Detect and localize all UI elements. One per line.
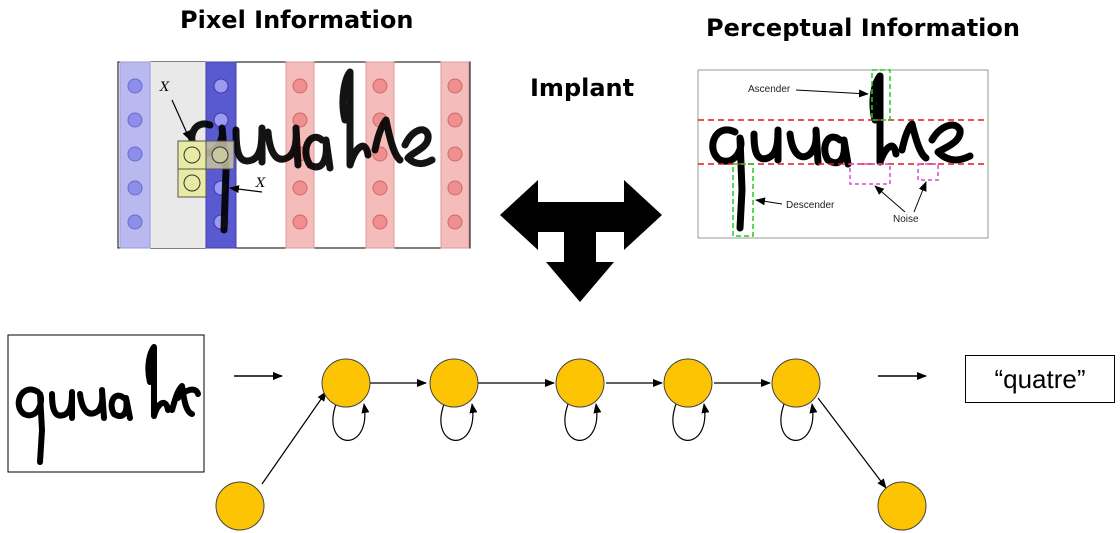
hmm-state bbox=[771, 358, 821, 408]
double-arrow-icon bbox=[500, 180, 662, 302]
ascender-label: Ascender bbox=[748, 84, 791, 95]
hmm-state bbox=[321, 358, 371, 408]
cell-node bbox=[183, 174, 201, 192]
handwriting-perceptual bbox=[709, 72, 974, 232]
input-word-image bbox=[7, 334, 205, 473]
noise-label: Noise bbox=[893, 214, 919, 225]
x-top-pointer bbox=[171, 99, 191, 141]
column-cell bbox=[372, 214, 388, 230]
start-state bbox=[215, 481, 265, 531]
column-cell bbox=[447, 112, 463, 128]
column-cell bbox=[447, 214, 463, 230]
pixel-panel bbox=[117, 61, 471, 249]
column-cell bbox=[372, 180, 388, 196]
cell-node bbox=[211, 146, 229, 164]
noise-box bbox=[917, 163, 939, 181]
hmm-chain bbox=[215, 358, 927, 531]
column-cell bbox=[292, 78, 308, 94]
implant-label: Implant bbox=[530, 74, 635, 102]
column-cell bbox=[372, 78, 388, 94]
self-loop bbox=[564, 403, 602, 441]
self-loop bbox=[440, 403, 478, 441]
column-cell bbox=[127, 180, 143, 196]
column-cell bbox=[213, 78, 229, 94]
transition-arrow bbox=[261, 391, 327, 485]
column-cell bbox=[292, 214, 308, 230]
ascender-box bbox=[871, 69, 891, 121]
perceptual-panel bbox=[697, 69, 989, 239]
cell-node bbox=[183, 146, 201, 164]
descender-label: Descender bbox=[786, 200, 835, 211]
highlight-cells bbox=[177, 140, 235, 198]
column-cell bbox=[447, 78, 463, 94]
column-cell bbox=[447, 146, 463, 162]
perceptual-information-title: Perceptual Information bbox=[706, 14, 1020, 42]
column-cell bbox=[127, 146, 143, 162]
column-cell bbox=[292, 180, 308, 196]
pixel-information-title: Pixel Information bbox=[180, 6, 414, 34]
column-cell bbox=[127, 78, 143, 94]
hmm-state bbox=[663, 358, 713, 408]
column-cell bbox=[292, 112, 308, 128]
noise-pointer bbox=[874, 185, 906, 213]
self-loop bbox=[672, 403, 710, 441]
x-mid-pointer bbox=[229, 185, 263, 194]
x-mid-label: X bbox=[256, 176, 266, 191]
output-text-box: “quatre” bbox=[965, 355, 1115, 403]
column-cell bbox=[127, 112, 143, 128]
noise-box bbox=[849, 163, 891, 185]
descender-pointer bbox=[755, 197, 783, 206]
noise-pointer bbox=[913, 181, 927, 213]
hmm-state bbox=[555, 358, 605, 408]
column-cell bbox=[447, 180, 463, 196]
self-loop bbox=[332, 403, 370, 441]
ascender-pointer bbox=[795, 89, 869, 98]
end-state bbox=[877, 481, 927, 531]
self-loop bbox=[780, 403, 818, 441]
column-cell bbox=[127, 214, 143, 230]
x-top-label: X bbox=[160, 80, 170, 95]
hmm-state bbox=[429, 358, 479, 408]
transition-arrow bbox=[817, 397, 887, 489]
descender-box bbox=[732, 163, 754, 237]
